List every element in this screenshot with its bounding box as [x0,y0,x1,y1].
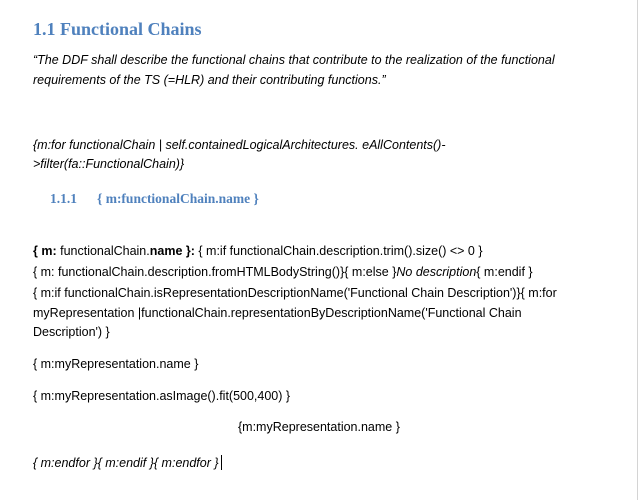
code-line-1: { m: functionalChain.name }: { m:if func… [33,244,483,258]
code-var: functionalChain. [60,244,150,258]
for-directive-line-2: >filter(fa::FunctionalChain)} [33,157,185,171]
code-line-7: { m:myRepresentation.asImage().fit(500,4… [33,389,291,403]
code-line-4: myRepresentation |functionalChain.repres… [33,306,522,320]
code-else: }{ m:else } [340,265,397,279]
section-heading: 1.1 Functional Chains [33,19,202,39]
code-line-6: { m:myRepresentation.name } [33,357,199,371]
subsection-title: { m:functionalChain.name } [97,191,259,206]
code-if: { m:if functionalChain.description.trim(… [198,244,483,258]
for-directive-line-1: {m:for functionalChain | self.containedL… [33,138,446,152]
code-line-3: { m:if functionalChain.isRepresentationD… [33,286,557,300]
subsection-heading: 1.1.1 { m:functionalChain.name } [50,191,259,207]
code-close: }: [182,244,199,258]
text-cursor [220,455,222,470]
code-name: name [149,244,183,258]
code-no-description: No description [396,265,477,279]
quote-line-1: “The DDF shall describe the functional c… [33,53,555,67]
code-description: { m: functionalChain.description.fromHTM… [33,265,341,279]
code-line-8: {m:myRepresentation.name } [238,420,400,434]
code-line-5: Description') } [33,325,110,339]
code-line-2: { m: functionalChain.description.fromHTM… [33,265,533,279]
code-endfor: { m:endfor }{ m:endif }{ m:endfor } [33,456,219,470]
code-endif: { m:endif } [476,265,533,279]
quote-line-2: requirements of the TS (=HLR) and their … [33,73,386,87]
code-open: { m: [33,244,61,258]
subsection-number: 1.1.1 [50,191,77,206]
code-line-9: { m:endfor }{ m:endif }{ m:endfor } [33,455,222,470]
